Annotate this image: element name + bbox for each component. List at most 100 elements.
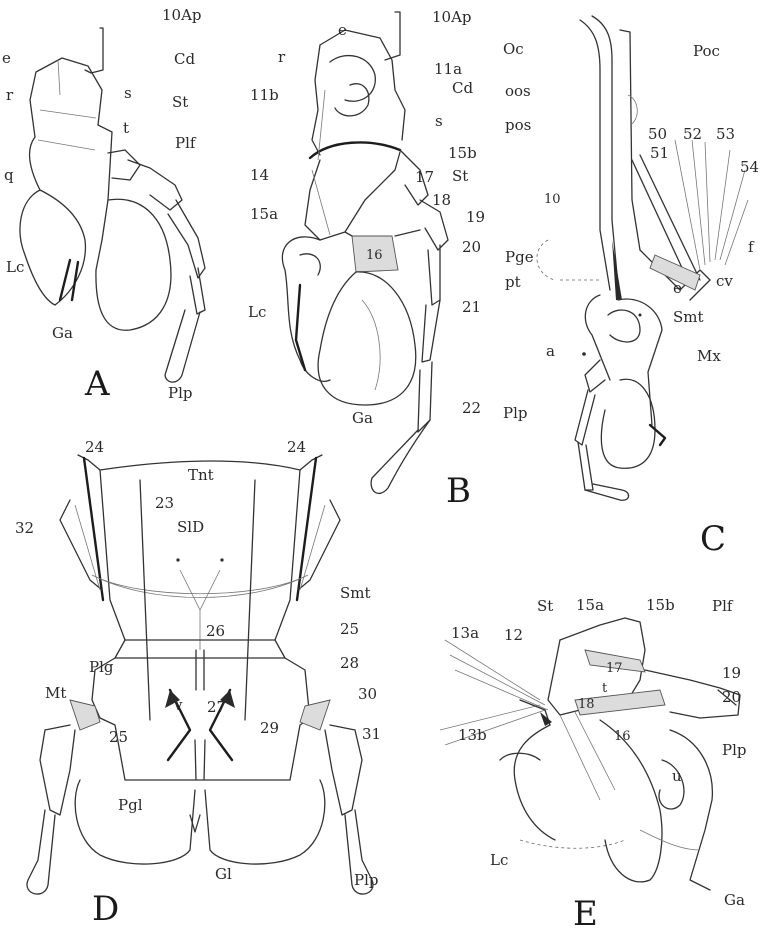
panel-e-drawing	[440, 618, 740, 890]
panel-letter-b: B	[446, 471, 471, 511]
label-a-ga: Ga	[52, 324, 73, 342]
label-d-23: 23	[155, 494, 174, 512]
label-d-plp: Plp	[354, 871, 379, 889]
label-e-12: 12	[504, 626, 523, 644]
panel-c-drawing	[537, 16, 748, 500]
label-e-t: t	[602, 681, 608, 696]
label-a-r: r	[6, 86, 14, 104]
label-d-plg: Plg	[89, 658, 114, 676]
label-b-20: 20	[462, 238, 481, 256]
label-d-25-left: 25	[109, 728, 128, 746]
label-e-20: 20	[722, 688, 741, 706]
panel-a: 10Ap e Cd r s St t Plf q Lc Ga Plp A	[2, 6, 205, 404]
panel-letter-d: D	[92, 889, 119, 929]
panel-c: Oc Poc oos pos 50 52 53 51 54 10 Pge f p…	[503, 16, 759, 559]
label-c-a: a	[546, 342, 555, 360]
label-c-plp: Plp	[503, 404, 528, 422]
label-c-pt: pt	[505, 273, 521, 291]
label-e-ga: Ga	[724, 891, 745, 909]
label-e-13b: 13b	[458, 726, 487, 744]
label-e-18: 18	[578, 697, 595, 712]
label-b-16: 16	[366, 248, 383, 263]
label-c-54: 54	[740, 158, 759, 176]
label-c-10: 10	[544, 192, 561, 207]
label-b-15a: 15a	[250, 205, 278, 223]
label-b-17: 17	[415, 168, 434, 186]
label-b-ga: Ga	[352, 409, 373, 427]
label-d-24-right: 24	[287, 438, 306, 456]
panel-b: 10Ap e r 11a 11b Cd s 15b 14 17 St 18 19…	[248, 8, 485, 511]
label-b-10ap: 10Ap	[432, 8, 472, 26]
label-e-13a: 13a	[451, 624, 479, 642]
label-e-u: u	[672, 767, 682, 785]
label-a-t: t	[123, 119, 129, 137]
label-b-r: r	[278, 48, 286, 66]
label-d-mt: Mt	[45, 684, 66, 702]
label-d-pgl: Pgl	[118, 796, 143, 814]
label-d-tnt: Tnt	[188, 466, 214, 484]
label-c-e: e	[673, 279, 682, 297]
label-e-lc: Lc	[490, 851, 508, 869]
label-c-53: 53	[716, 125, 735, 143]
label-b-14: 14	[250, 166, 269, 184]
panel-a-drawing	[20, 28, 205, 382]
label-d-smt: Smt	[340, 584, 371, 602]
panel-letter-a: A	[84, 364, 110, 404]
label-a-cd: Cd	[174, 50, 195, 68]
label-c-oos: oos	[505, 82, 531, 100]
label-c-pos: pos	[505, 116, 531, 134]
label-c-52: 52	[683, 125, 702, 143]
label-a-s: s	[124, 84, 132, 102]
label-b-11b: 11b	[250, 86, 279, 104]
label-d-31: 31	[362, 725, 381, 743]
label-c-f: f	[748, 238, 755, 256]
label-a-lc: Lc	[6, 258, 24, 276]
label-d-26: 26	[206, 622, 225, 640]
label-a-plf: Plf	[175, 134, 197, 152]
label-b-15b: 15b	[448, 144, 477, 162]
label-c-cv: cv	[716, 272, 733, 290]
label-a-e: e	[2, 49, 11, 67]
label-c-poc: Poc	[693, 42, 720, 60]
label-a-10ap: 10Ap	[162, 6, 202, 24]
label-c-mx: Mx	[697, 347, 721, 365]
label-b-lc: Lc	[248, 303, 266, 321]
label-e-16: 16	[614, 729, 631, 744]
label-e-plf: Plf	[712, 597, 734, 615]
label-a-q: q	[4, 166, 14, 184]
label-c-51: 51	[650, 144, 669, 162]
label-b-22: 22	[462, 399, 481, 417]
label-d-25-right: 25	[340, 620, 359, 638]
label-d-v: v	[173, 696, 183, 714]
label-a-plp: Plp	[168, 384, 193, 402]
label-d-32: 32	[15, 519, 34, 537]
panel-d: 24 24 Tnt 23 SlD 32 Smt 26 25 Plg 28 30 …	[15, 438, 381, 929]
label-b-st: St	[452, 167, 468, 185]
label-e-plp: Plp	[722, 741, 747, 759]
label-b-e: e	[338, 21, 347, 39]
label-e-19: 19	[722, 664, 741, 682]
panel-e: St 15a 15b Plf 13a 12 17 t 19 18 20 13b …	[440, 596, 747, 934]
label-c-pge: Pge	[505, 248, 534, 266]
panel-letter-e: E	[573, 894, 598, 934]
label-a-st: St	[172, 93, 188, 111]
label-d-gl: Gl	[215, 865, 232, 883]
label-b-19: 19	[466, 208, 485, 226]
label-b-18: 18	[432, 191, 451, 209]
label-d-28: 28	[340, 654, 359, 672]
label-d-30: 30	[358, 685, 377, 703]
label-e-15a: 15a	[576, 596, 604, 614]
panel-letter-c: C	[700, 519, 726, 559]
label-d-24-left: 24	[85, 438, 104, 456]
label-c-smt: Smt	[673, 308, 704, 326]
label-b-21: 21	[462, 298, 481, 316]
label-d-27: 27	[207, 698, 226, 716]
label-e-st: St	[537, 597, 553, 615]
label-e-17: 17	[606, 661, 623, 676]
label-b-cd: Cd	[452, 79, 473, 97]
label-e-15b: 15b	[646, 596, 675, 614]
label-c-50: 50	[648, 125, 667, 143]
label-b-11a: 11a	[434, 60, 462, 78]
label-b-s: s	[435, 112, 443, 130]
